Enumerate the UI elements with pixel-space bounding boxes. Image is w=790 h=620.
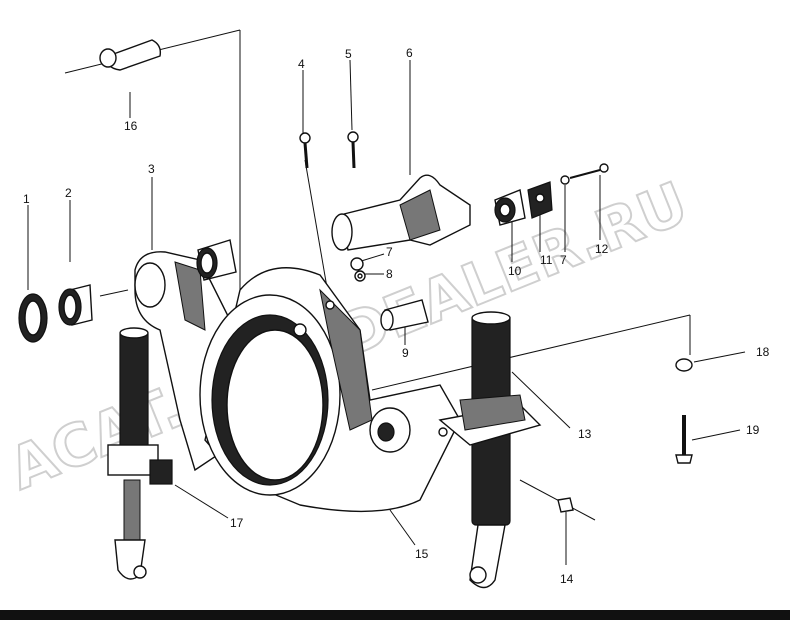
label-1: 1 — [23, 192, 30, 206]
bushing — [196, 239, 237, 281]
pin-19 — [675, 415, 693, 464]
label-13: 13 — [578, 427, 592, 441]
label-3: 3 — [148, 162, 155, 176]
rod-16 — [107, 327, 173, 580]
screw-4 — [299, 132, 311, 169]
label-4: 4 — [298, 57, 305, 71]
label-7b: 7 — [560, 253, 567, 267]
label-5: 5 — [345, 47, 352, 61]
joint-10 — [494, 189, 526, 226]
label-10: 10 — [508, 264, 522, 278]
label-16: 17 — [230, 516, 244, 530]
part-labels: 16 1 2 3 4 5 6 7 8 9 10 11 7 12 13 14 15… — [23, 46, 770, 586]
label-18: 18 — [756, 345, 770, 359]
clamp-11 — [527, 181, 553, 219]
label-12: 12 — [595, 242, 609, 256]
leader-lines — [27, 29, 746, 565]
nut-8 — [354, 270, 366, 282]
pin-5 — [347, 131, 359, 169]
label-2: 2 — [65, 186, 72, 200]
bearing-2 — [58, 284, 93, 326]
fork-6 — [331, 174, 471, 251]
label-15: 15 — [415, 547, 429, 561]
label-19: 19 — [746, 423, 760, 437]
sleeve-9 — [380, 299, 429, 331]
washer-7b — [560, 175, 570, 185]
cap-18 — [675, 358, 693, 372]
ring-1 — [18, 293, 48, 343]
label-11: 11 — [540, 253, 553, 267]
washer-7 — [350, 257, 364, 271]
main-housing-15 — [199, 267, 461, 513]
plug-17 — [99, 39, 162, 71]
nut-14 — [557, 497, 574, 513]
label-7a: 7 — [386, 245, 393, 259]
label-9: 9 — [402, 346, 409, 360]
label-17: 16 — [124, 119, 138, 133]
bottom-border — [0, 610, 790, 620]
label-6: 6 — [406, 46, 413, 60]
label-8: 8 — [386, 267, 393, 281]
label-14: 14 — [560, 572, 574, 586]
rod-13 — [438, 311, 542, 589]
screw-12 — [569, 163, 609, 179]
